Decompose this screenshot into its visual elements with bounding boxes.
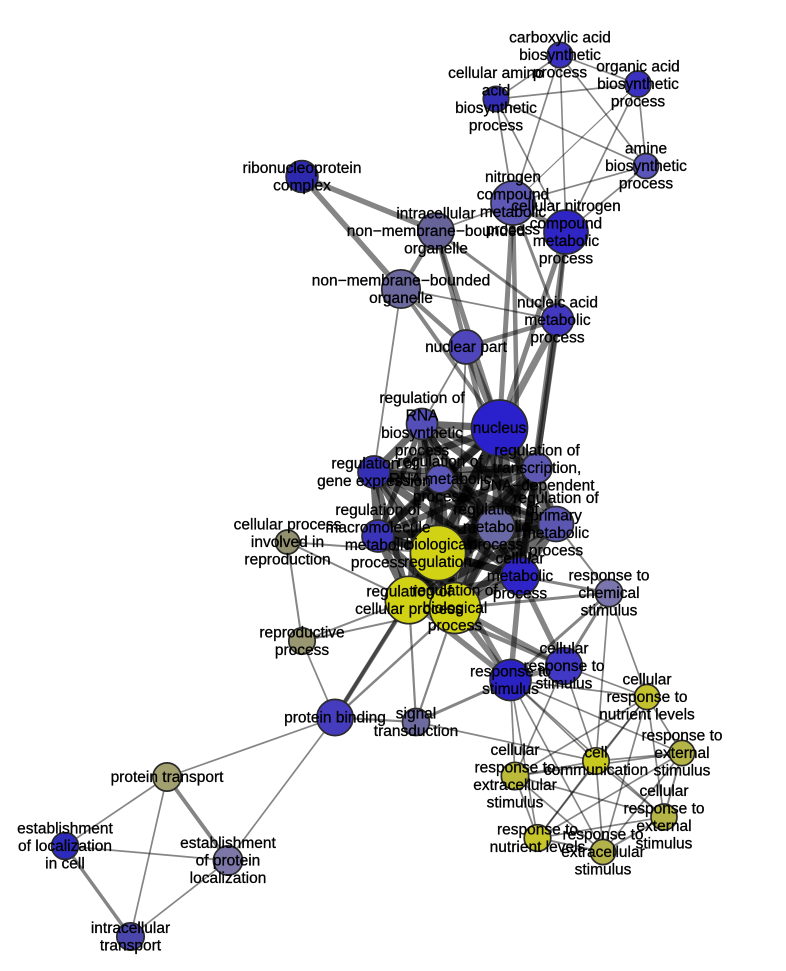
svg-text:protein binding: protein binding (284, 710, 386, 727)
svg-text:nuclear part: nuclear part (425, 339, 508, 356)
svg-text:nucleus: nucleus (473, 420, 527, 437)
svg-text:protein transport: protein transport (111, 769, 225, 786)
